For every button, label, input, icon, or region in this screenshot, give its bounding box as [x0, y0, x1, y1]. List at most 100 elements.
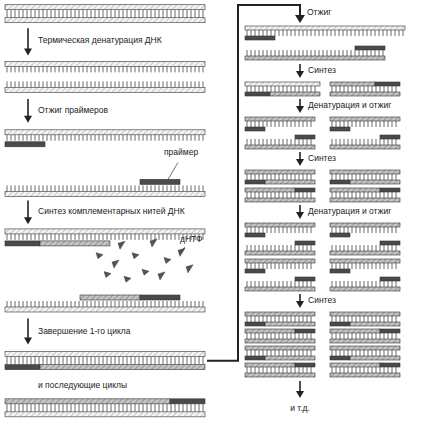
base-tick [143, 66, 144, 72]
base-tick [332, 86, 333, 92]
base-tick [379, 50, 380, 56]
base-tick [131, 404, 132, 412]
base-tick [191, 404, 192, 412]
base-tick [380, 227, 381, 233]
base-tick [163, 185, 164, 191]
dna-strand [330, 92, 400, 96]
base-tick [63, 185, 64, 191]
base-tick [271, 192, 272, 198]
base-tick [352, 350, 353, 356]
base-tick [388, 316, 389, 322]
dna-strand [330, 356, 400, 360]
dna-strand [330, 346, 400, 350]
base-tick [19, 10, 20, 18]
base-tick [348, 227, 349, 233]
base-ticks [247, 367, 311, 373]
base-tick [159, 135, 160, 141]
base-tick [203, 81, 204, 87]
base-tick [311, 333, 312, 339]
base-tick [155, 81, 156, 87]
dna-strand [80, 295, 140, 300]
base-tick [143, 10, 144, 18]
base-tick [271, 174, 272, 180]
base-tick [199, 81, 200, 87]
dna-strand [380, 135, 400, 139]
arrow-shaft [27, 201, 29, 219]
base-tick [63, 357, 64, 365]
base-tick [67, 301, 68, 307]
base-tick [267, 192, 268, 198]
base-tick [27, 357, 28, 365]
base-tick [127, 234, 128, 240]
base-tick [79, 404, 80, 412]
base-tick [163, 301, 164, 307]
base-tick [47, 66, 48, 72]
base-ticks [332, 227, 396, 233]
base-tick [368, 174, 369, 180]
base-tick [31, 135, 32, 141]
base-tick [332, 121, 333, 127]
primer [380, 188, 400, 192]
base-tick [307, 86, 308, 92]
base-tick [396, 121, 397, 127]
base-tick [279, 316, 280, 322]
dna-strand [245, 346, 315, 350]
dna-strand [270, 92, 320, 96]
base-tick [396, 139, 397, 145]
base-tick [163, 404, 164, 412]
dna-strand [355, 46, 385, 50]
base-tick [356, 174, 357, 180]
base-tick [51, 66, 52, 72]
dna-strand [245, 259, 315, 263]
base-tick [251, 121, 252, 127]
base-tick [319, 30, 320, 36]
base-tick [259, 333, 260, 339]
base-tick [295, 350, 296, 356]
base-tick [251, 192, 252, 198]
step-label: Денатурация и отжиг [308, 206, 391, 217]
base-tick [255, 263, 256, 269]
base-tick [360, 350, 361, 356]
base-tick [39, 81, 40, 87]
base-tick [143, 357, 144, 365]
base-tick [91, 10, 92, 18]
base-tick [303, 316, 304, 322]
base-tick [63, 234, 64, 240]
base-tick [91, 81, 92, 87]
dna-strand [245, 329, 295, 333]
dna-strand [245, 36, 275, 40]
base-tick [83, 135, 84, 141]
base-tick [123, 185, 124, 191]
base-tick [7, 185, 8, 191]
base-tick [135, 234, 136, 240]
base-tick [71, 66, 72, 72]
dna-strand [330, 363, 400, 367]
base-ticks [332, 367, 396, 373]
base-tick [247, 30, 248, 36]
dna-strand [330, 373, 400, 377]
step-arrow [296, 381, 304, 398]
base-tick [163, 66, 164, 72]
base-tick [111, 357, 112, 365]
dna-strand [330, 251, 400, 255]
base-tick [87, 10, 88, 18]
base-tick [359, 30, 360, 36]
base-tick [191, 357, 192, 365]
base-tick [388, 367, 389, 373]
base-tick [356, 139, 357, 145]
base-tick [343, 30, 344, 36]
base-tick [171, 404, 172, 412]
dna-strand [330, 339, 400, 343]
base-tick [51, 10, 52, 18]
base-tick [123, 66, 124, 72]
dntp-symbol [142, 269, 149, 275]
base-tick [384, 245, 385, 251]
base-tick [71, 357, 72, 365]
base-tick [119, 404, 120, 412]
base-tick [275, 316, 276, 322]
base-tick [352, 227, 353, 233]
base-tick [368, 281, 369, 287]
base-tick [271, 245, 272, 251]
base-tick [95, 404, 96, 412]
base-tick [247, 333, 248, 339]
